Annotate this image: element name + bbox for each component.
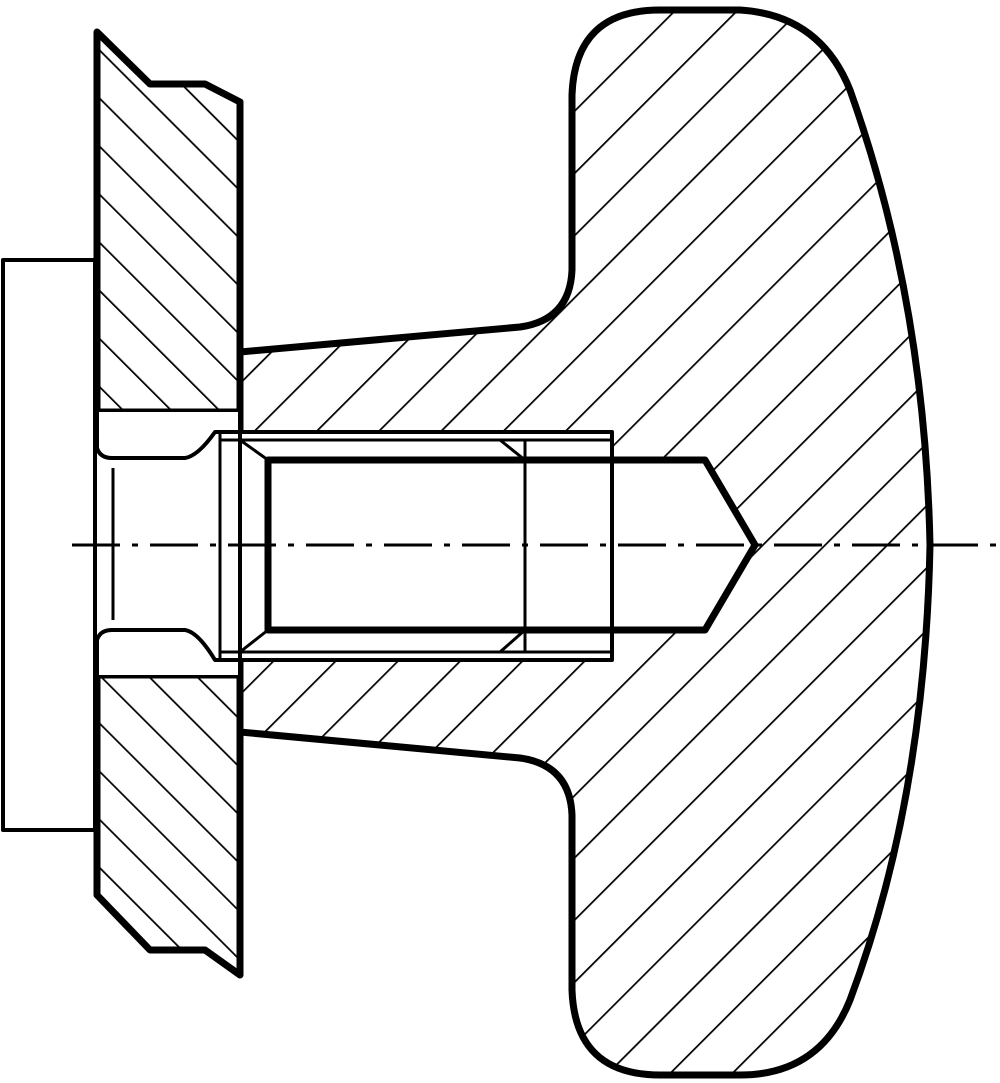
insert-outline bbox=[218, 430, 614, 662]
washer-lower bbox=[97, 675, 240, 975]
washer-bore-lower bbox=[95, 628, 242, 677]
washer-upper bbox=[97, 32, 240, 412]
washer-section bbox=[93, 28, 244, 979]
washer-bore-upper bbox=[95, 410, 242, 460]
